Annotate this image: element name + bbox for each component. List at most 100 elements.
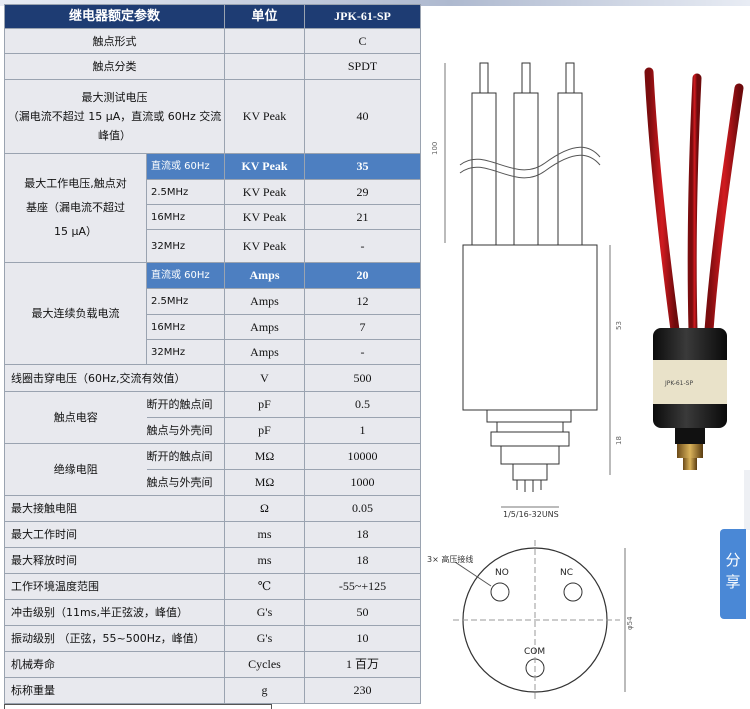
table-row: 16MHz KV Peak 21 [5,204,422,230]
row-label: 最大连续负载电流 [4,262,147,365]
table-row: 标称重量 g 230 [3,677,422,704]
table-row: 32MHz Amps - [5,339,422,365]
dim-label: 18 [615,436,623,445]
label-line: 15 μA） [53,225,98,238]
bottom-box [4,704,272,709]
dim-label: 100 [431,142,439,155]
nc-label: NC [560,568,573,578]
row-unit [224,28,306,54]
row-value: 20 [304,262,422,289]
row-unit [224,53,306,80]
no-label: NO [495,568,509,578]
row-unit: KV Peak [224,153,306,180]
row-label: 绝缘电阻 [4,443,147,496]
row-unit: G's [224,625,306,652]
row-unit: KV Peak [224,204,306,230]
label-line: 基座（漏电流不超过 [26,201,125,214]
row-value: C [304,28,422,54]
row-unit: KV Peak [224,79,306,154]
row-label: 最大工作时间 [3,521,226,548]
row-value: 0.5 [304,391,422,418]
row-sublabel: 触点与外壳间 [146,469,226,496]
table-row: 16MHz Amps 7 [5,314,422,340]
row-label: 标称重量 [3,677,226,704]
row-unit: g [224,677,306,704]
row-value: - [304,229,422,263]
table-row: 触点电容 断开的触点间 pF 0.5 [4,391,422,444]
row-freq: 16MHz [145,314,226,340]
table-row: 2.5MHz KV Peak 29 [5,179,422,205]
row-unit: Amps [224,339,306,365]
row-value: 1 百万 [304,651,422,678]
row-value: 10 [304,625,422,652]
share-button[interactable]: 分 享 [720,529,746,619]
row-unit: Amps [224,262,306,289]
row-value: SPDT [304,53,422,80]
row-sublabel: 断开的触点间 [146,443,226,470]
row-value: 18 [304,521,422,548]
row-unit: Amps [224,314,306,340]
com-label: COM [524,647,545,657]
row-value: 500 [304,364,422,392]
row-unit: Ω [224,495,306,522]
row-value: 230 [304,677,422,704]
relay-bottom-drawing: 3× 高压接线 NO NC COM φ54 [427,540,634,700]
table-row: 工作环境温度范围 ℃ -55~+125 [3,573,422,600]
relay-product-photo: JPK-61-SP [644,67,744,470]
photo-label: JPK-61-SP [664,380,693,387]
row-label: 工作环境温度范围 [3,573,226,600]
table-row: 触点分类 SPDT [3,53,422,80]
row-unit: KV Peak [224,229,306,263]
row-freq: 直流或 60Hz [145,153,226,180]
row-label: 机械寿命 [3,651,226,678]
row-unit: V [224,364,306,392]
row-label: 最大释放时间 [3,547,226,574]
table-row: 机械寿命 Cycles 1 百万 [3,651,422,678]
row-unit: ms [224,547,306,574]
table-row: 最大接触电阻 Ω 0.05 [3,495,422,522]
row-label: 触点电容 [4,391,147,444]
row-unit: ℃ [224,573,306,600]
row-label: 触点分类 [3,53,226,80]
table-row: 最大测试电压 （漏电流不超过 15 μA，直流或 60Hz 交流 峰值） KV … [3,79,422,154]
row-value: 1 [304,417,422,444]
header-model: JPK-61-SP [304,4,422,29]
table-row: 32MHz KV Peak - [5,229,422,263]
sidebar-edge [744,470,750,530]
row-value: 21 [304,204,422,230]
relay-side-drawing: 100 53 18 1/5/16-32UNS [431,62,623,519]
share-label: 享 [725,573,741,591]
table-row: 振动级别 （正弦，55~500Hz，峰值） G's 10 [3,625,422,652]
table-row: 最大连续负载电流 直流或 60Hz Amps 20 [4,262,422,365]
row-value: 12 [304,288,422,315]
row-value: 0.05 [304,495,422,522]
row-freq: 32MHz [145,339,226,365]
row-value: 35 [304,153,422,180]
dim-label: φ54 [626,616,634,630]
row-unit: KV Peak [224,179,306,205]
row-freq: 16MHz [145,204,226,230]
header-unit: 单位 [224,4,306,29]
table-header-row: 继电器额定参数 单位 JPK-61-SP [3,4,422,29]
row-sublabel: 断开的触点间 [146,391,226,418]
table-row: 最大释放时间 ms 18 [3,547,422,574]
row-unit: MΩ [224,469,306,496]
table-row: 触点与外壳间 MΩ 1000 [5,469,422,496]
row-unit: pF [224,391,306,418]
row-unit: MΩ [224,443,306,470]
spec-table: 继电器额定参数 单位 JPK-61-SP 触点形式 C 触点分类 SPDT 最大… [3,4,422,704]
table-row: 最大工作时间 ms 18 [3,521,422,548]
table-row: 触点形式 C [3,28,422,54]
row-label: 振动级别 （正弦，55~500Hz，峰值） [3,625,226,652]
row-value: -55~+125 [304,573,422,600]
dim-label: 53 [615,321,623,330]
row-unit: pF [224,417,306,444]
table-row: 绝缘电阻 断开的触点间 MΩ 10000 [4,443,422,496]
row-unit: G's [224,599,306,626]
row-label: 最大接触电阻 [3,495,226,522]
row-value: 7 [304,314,422,340]
row-freq: 直流或 60Hz [145,262,226,289]
row-value: 18 [304,547,422,574]
row-value: 10000 [304,443,422,470]
row-freq: 32MHz [145,229,226,263]
